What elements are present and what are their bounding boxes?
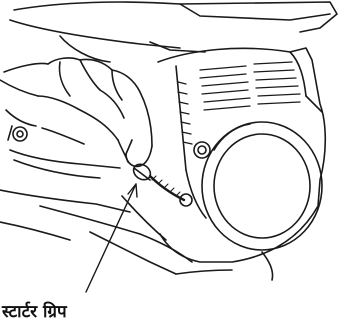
vent-slats bbox=[178, 62, 300, 144]
starter-grip-label: स्टार्टर ग्रिप bbox=[2, 300, 67, 324]
gloved-hand bbox=[0, 58, 152, 166]
callout-leader-line bbox=[86, 184, 137, 292]
starter-cover bbox=[202, 122, 322, 250]
engine-top-housing bbox=[10, 2, 337, 62]
starter-rope bbox=[150, 176, 192, 206]
housing-bolt bbox=[194, 142, 210, 158]
side-bolt bbox=[8, 126, 27, 141]
